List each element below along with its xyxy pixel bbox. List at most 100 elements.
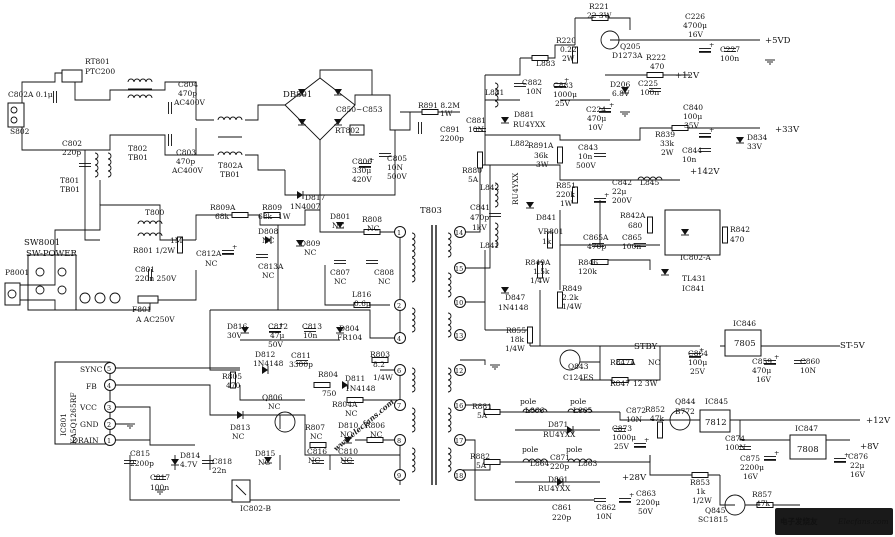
label-ic802b: IC802-B: [240, 504, 272, 513]
label-r853: R853: [690, 478, 710, 487]
label-c861v: 220p: [552, 513, 571, 522]
label-t802a: T802A: [218, 161, 243, 170]
label-v33: +33V: [775, 125, 800, 135]
label-pole4: pole: [566, 445, 583, 454]
label-d881v: RU4YXX: [513, 120, 546, 129]
logo-text: 电子发烧友: [780, 516, 818, 526]
label-ic846v: 7805: [734, 339, 756, 349]
label-vd5: +5VD: [765, 36, 791, 46]
label-d814: D814: [180, 451, 201, 460]
label-r847a: R847A: [610, 358, 636, 367]
label-l841: L841: [480, 241, 499, 250]
label-fb: FB: [86, 382, 97, 391]
label-ic845v: 7812: [705, 418, 727, 428]
label-d834v: 33V: [747, 142, 763, 151]
label-r846v: 120k: [578, 267, 597, 276]
label-q844v: B772: [675, 407, 695, 416]
label-ic1: 1: [107, 437, 111, 445]
label-c875: C875: [740, 454, 760, 463]
label-d801: D801: [330, 212, 350, 221]
pin-7: 7: [397, 402, 401, 410]
label-r851w: 1W: [560, 199, 573, 208]
label-r855w: 1/4W: [505, 344, 525, 353]
components: [4, 15, 850, 516]
label-c872: C872: [626, 406, 646, 415]
label-r851v: 220k: [556, 190, 575, 199]
label-pole2: pole: [570, 397, 587, 406]
label-c224r: 10V: [588, 123, 604, 132]
label-r808: R808: [362, 215, 382, 224]
pin-17: 17: [455, 437, 463, 445]
label-ic4: 4: [107, 382, 111, 390]
label-c226: C226: [685, 12, 705, 21]
label-c863r: 50V: [638, 507, 654, 516]
label-c226r: 16V: [688, 30, 704, 39]
label-l866: L866: [525, 406, 545, 415]
label-q843: Q843: [568, 362, 589, 371]
label-d810v: NC: [340, 430, 353, 439]
label-r809w: 1W: [278, 212, 291, 221]
label-c883: C883: [553, 81, 573, 90]
label-vcc: VCC: [79, 403, 97, 412]
label-d871v: RU4YXX: [543, 430, 576, 439]
label-r804: R804: [318, 370, 338, 379]
label-d817: D817: [305, 193, 326, 202]
label-c813: C813: [302, 322, 322, 331]
pin-13: 13: [455, 332, 463, 340]
label-l816v: 0.6μ: [354, 299, 371, 308]
label-d834: D834: [747, 133, 768, 142]
label-db801: DB801: [283, 90, 312, 100]
label-c862: C862: [596, 503, 616, 512]
label-c865a: C865A: [583, 233, 609, 242]
label-d847: D847: [505, 293, 526, 302]
label-r839w: 2W: [661, 148, 674, 157]
label-q845v: SC1815: [698, 515, 728, 524]
label-q205v: D1273A: [612, 51, 643, 60]
label-r849w: 1/4W: [562, 302, 582, 311]
label-r222: R222: [646, 53, 666, 62]
label-c807v: NC: [334, 277, 347, 286]
label-r847: R847: [610, 379, 630, 388]
label-v142: +142V: [690, 167, 720, 177]
label-c805r: 500V: [387, 172, 407, 181]
label-c806v: 330μ: [352, 166, 371, 175]
label-r805: R805: [222, 372, 242, 381]
label-l865: L865: [573, 406, 593, 415]
label-c882: C882: [522, 78, 542, 87]
label-c224: C224: [586, 105, 606, 114]
label-c881: C881: [466, 116, 486, 125]
label-r847av: NC: [648, 358, 661, 367]
label-c841r: 1kV: [472, 223, 487, 232]
label-r882v: 5A: [476, 461, 487, 470]
label-q205: Q205: [620, 42, 641, 51]
label-c813v: 10n: [303, 331, 318, 340]
label-c865av: 470p: [587, 242, 606, 251]
label-pole3: pole: [522, 445, 539, 454]
label-r842a: R842A: [620, 211, 646, 220]
label-r891: R891 8.2M: [418, 101, 460, 110]
pin-12: 12: [455, 367, 463, 375]
label-gnd: GND: [80, 420, 99, 429]
label-d861: D861: [548, 475, 568, 484]
label-r222v: 470: [650, 62, 665, 71]
label-ic3: 3: [107, 404, 111, 412]
label-d811v: 1N4148: [345, 384, 376, 393]
label-d813v: NC: [232, 432, 245, 441]
labels: C802A 0.1μ RT801 PTC200 C804 470p AC400V…: [5, 2, 891, 524]
label-c817v: 100n: [150, 483, 169, 492]
label-vr801v: 1k: [542, 237, 552, 246]
label-r842v: 470: [730, 235, 745, 244]
label-c841: C841: [470, 203, 490, 212]
logo-sub: Elecfans.com: [837, 517, 889, 526]
label-c873v: 1000μ: [612, 433, 636, 442]
label-r806: R806: [365, 421, 385, 430]
label-c874v: 100N: [725, 443, 746, 452]
label-c873: C873: [612, 424, 632, 433]
label-r846: R846: [578, 258, 598, 267]
label-sync: SYNC: [80, 365, 103, 374]
label-d206: D206: [610, 80, 631, 89]
pin-10: 10: [455, 299, 463, 307]
label-c865v: 100n: [622, 242, 641, 251]
label-rt801: RT801: [85, 57, 110, 66]
label-q806: Q806: [262, 393, 283, 402]
